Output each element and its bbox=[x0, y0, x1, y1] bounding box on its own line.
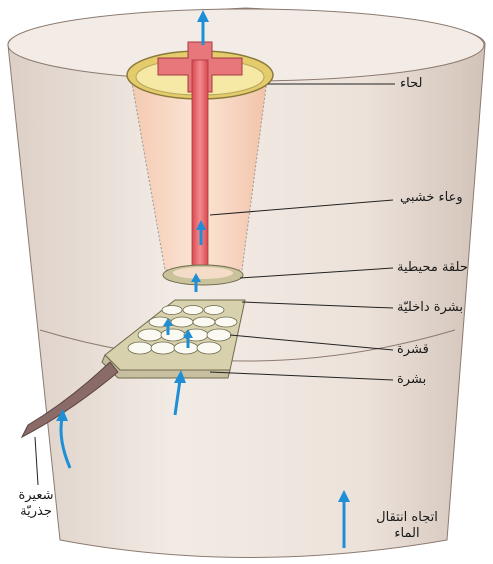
label-root-hair-line1: شعيرة bbox=[4, 488, 68, 504]
legend-water-direction: اتجاه انتقال الماء bbox=[352, 510, 462, 542]
legend-line1: اتجاه انتقال bbox=[352, 510, 462, 526]
xylem-vessel bbox=[192, 60, 208, 280]
label-cortex: قشرة bbox=[397, 342, 429, 358]
label-pericycle: حلقة محيطية bbox=[397, 260, 468, 276]
label-root-hair-line2: جذريّة bbox=[4, 504, 68, 520]
legend-line2: الماء bbox=[352, 526, 462, 542]
label-endodermis: بشرة داخليّة bbox=[397, 300, 463, 316]
label-phloem: لحاء bbox=[400, 76, 422, 92]
label-root-hair: شعيرة جذريّة bbox=[4, 488, 68, 520]
label-xylem: وعاء خشبي bbox=[400, 190, 463, 206]
label-epidermis: بشرة bbox=[397, 372, 426, 388]
